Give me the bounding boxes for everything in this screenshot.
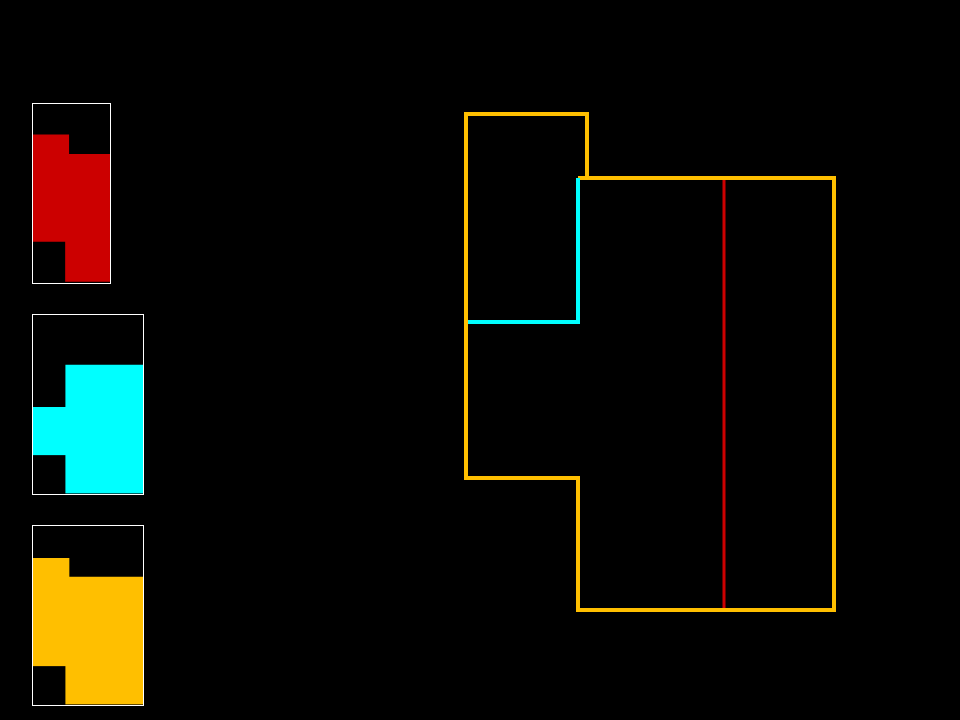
piece-red-fill xyxy=(33,134,110,282)
piece-yellow-fill xyxy=(33,558,143,705)
piece-red-shape xyxy=(33,134,110,282)
piece-cyan-shape xyxy=(33,364,143,494)
piece-yellow-shape xyxy=(33,558,143,705)
cyan-placement-edge xyxy=(468,178,580,324)
board-outline xyxy=(464,112,836,612)
piece-yellow-card[interactable] xyxy=(32,525,144,706)
piece-cyan-card[interactable] xyxy=(32,314,144,495)
piece-cyan-fill xyxy=(33,364,143,494)
piece-red-card[interactable] xyxy=(32,103,111,284)
